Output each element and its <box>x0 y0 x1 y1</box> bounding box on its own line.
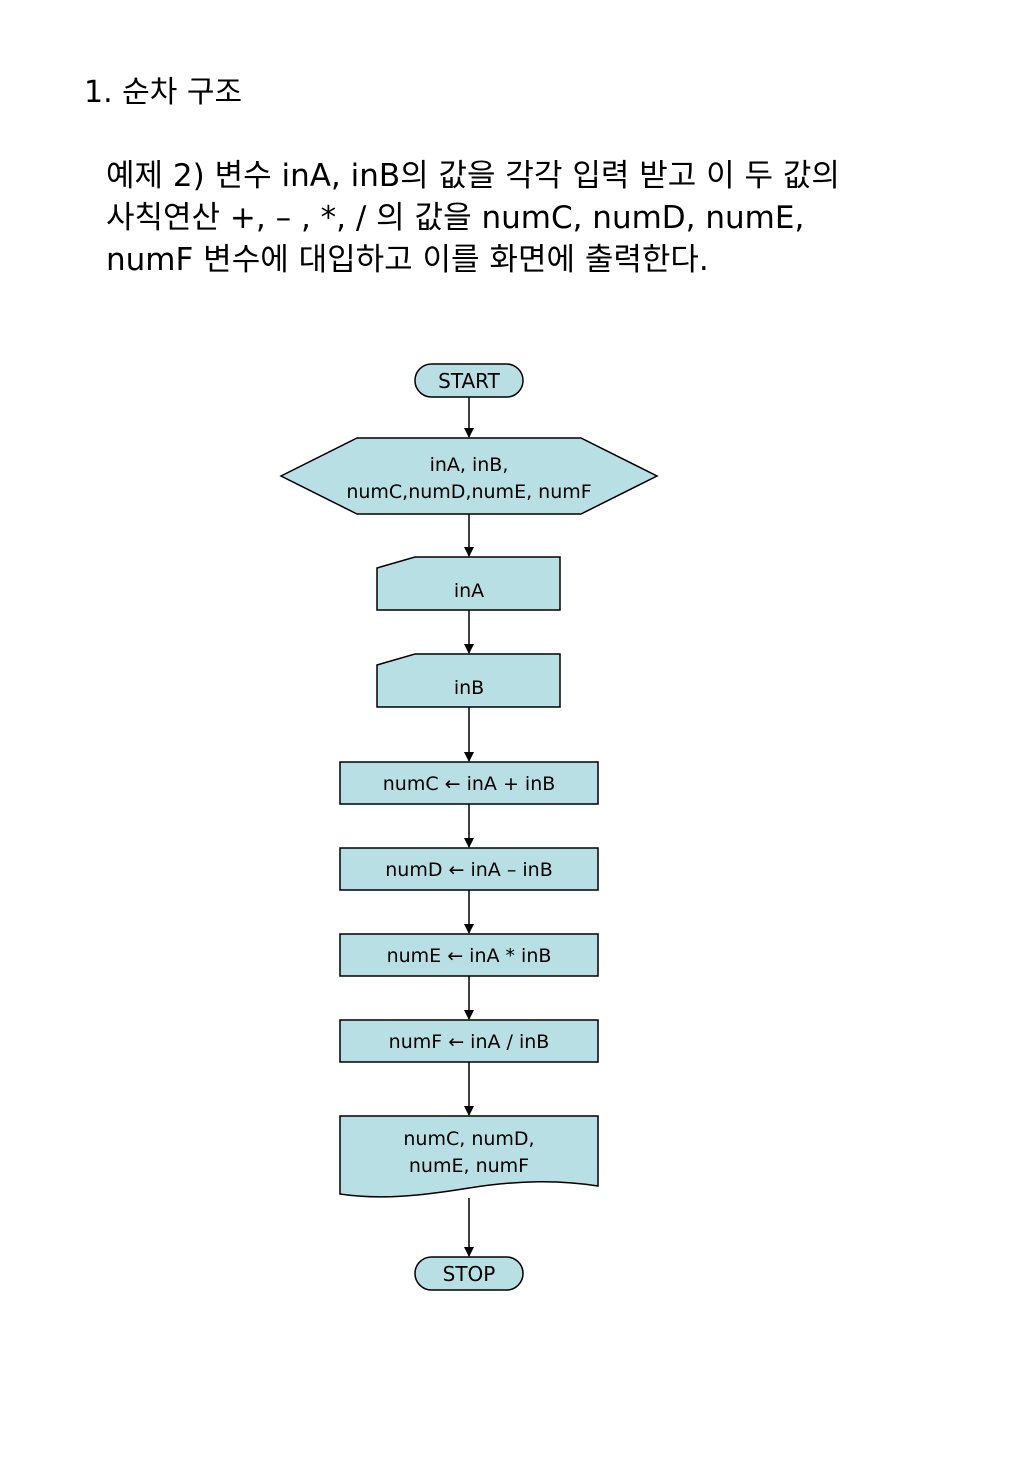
problem-statement: 예제 2) 변수 inA, inB의 값을 각각 입력 받고 이 두 값의 사칙… <box>106 155 986 281</box>
input-a-label: inA <box>454 580 484 602</box>
input-b-label: inB <box>454 677 484 699</box>
output-line: numE, numF <box>409 1155 529 1177</box>
output-document-box: numC, numD, numE, numF <box>339 1115 599 1198</box>
start-terminal: START <box>414 363 524 398</box>
assign-f-label: numF ← inA / inB <box>389 1031 550 1053</box>
stop-terminal: STOP <box>414 1256 524 1291</box>
start-label: START <box>438 369 500 393</box>
assign-e-label: numE ← inA * inB <box>387 945 552 967</box>
input-b-box: inB <box>376 653 561 708</box>
problem-line: 사칙연산 +, – , *, / 의 값을 numC, numD, numE, <box>106 200 805 236</box>
output-line: numC, numD, <box>403 1128 534 1150</box>
assign-e-box: numE ← inA * inB <box>339 933 599 977</box>
assign-c-label: numC ← inA + inB <box>383 773 556 795</box>
section-heading: 1. 순차 구조 <box>84 75 243 110</box>
assign-f-box: numF ← inA / inB <box>339 1019 599 1063</box>
declaration-line: inA, inB, <box>430 454 509 476</box>
assign-d-label: numD ← inA – inB <box>385 859 552 881</box>
stop-label: STOP <box>443 1262 496 1286</box>
input-a-box: inA <box>376 556 561 611</box>
assign-c-box: numC ← inA + inB <box>339 761 599 805</box>
assign-d-box: numD ← inA – inB <box>339 847 599 891</box>
problem-line: numF 변수에 대입하고 이를 화면에 출력한다. <box>106 242 709 278</box>
declaration-box: inA, inB, numC,numD,numE, numF <box>279 437 659 515</box>
problem-line: 예제 2) 변수 inA, inB의 값을 각각 입력 받고 이 두 값의 <box>106 158 840 194</box>
declaration-line: numC,numD,numE, numF <box>346 481 591 503</box>
